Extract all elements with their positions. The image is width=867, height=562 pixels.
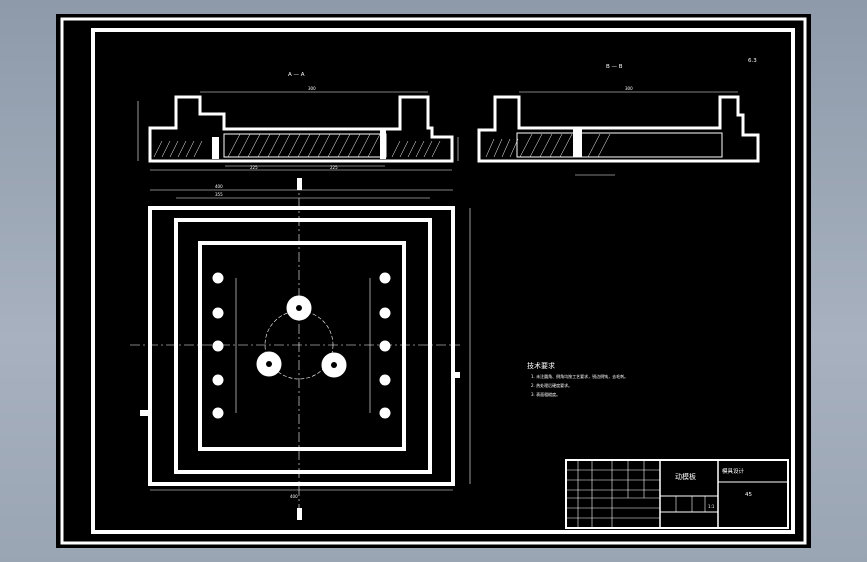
- pocket-outer: [174, 218, 432, 474]
- section-b-label: B — B: [606, 64, 623, 70]
- svg-text:400: 400: [290, 494, 298, 499]
- tech-notes: 技术要求 1. 未注圆角、倒角均按工艺要求，锐边倒钝，去毛刺。 2. 热处理后硬…: [527, 361, 628, 397]
- note-line-2: 2. 热处理后硬度要求。: [531, 382, 572, 388]
- plate-outline: [148, 206, 455, 486]
- notes-heading: 技术要求: [527, 361, 555, 370]
- scale: 1:1: [708, 504, 715, 509]
- material: 45: [745, 492, 752, 498]
- section-b-view: B — B 300 6.3: [477, 58, 760, 176]
- drawing-sheet: [56, 14, 811, 548]
- inner-frame: [91, 28, 795, 534]
- pocket-inner: [198, 241, 406, 451]
- note-line-1: 1. 未注圆角、倒角均按工艺要求，锐边倒钝，去毛刺。: [531, 373, 628, 379]
- section-a-view: A — A 30: [137, 72, 459, 171]
- svg-text:355: 355: [215, 192, 223, 197]
- svg-text:400: 400: [215, 184, 223, 189]
- drawing-number: 模具设计: [722, 467, 745, 475]
- plan-view: 400 355 400: [130, 178, 471, 520]
- svg-text:225: 225: [250, 165, 258, 170]
- note-line-3: 3. 表面粗糙度。: [531, 391, 560, 397]
- section-a-label: A — A: [288, 72, 305, 78]
- svg-text:225: 225: [330, 165, 338, 170]
- svg-text:300: 300: [625, 86, 633, 91]
- part-name: 动模板: [675, 472, 696, 481]
- roughness-mark: 6.3: [748, 58, 757, 64]
- outer-border: [60, 17, 807, 545]
- svg-text:300: 300: [308, 86, 316, 91]
- title-block: [565, 459, 789, 529]
